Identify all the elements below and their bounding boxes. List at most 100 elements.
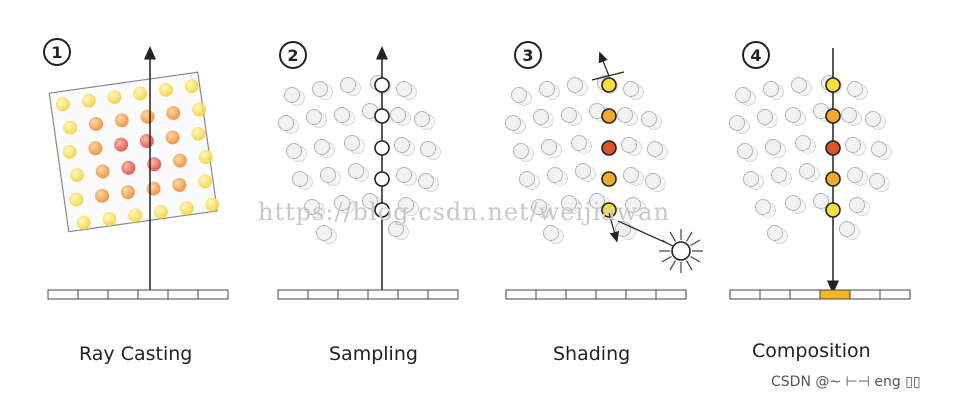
ghost-voxel (765, 139, 781, 155)
ghost-voxel (567, 77, 583, 93)
light-ray (690, 239, 701, 247)
ghost-voxel (396, 167, 412, 183)
pixel-cell (77, 289, 109, 300)
pixel-cell (167, 289, 199, 300)
ghost-voxel (396, 81, 412, 97)
pixel-cell (107, 289, 139, 300)
ghost-voxel (334, 195, 350, 211)
sample-point (601, 171, 617, 187)
caption-shading: Shading (553, 343, 631, 365)
ghost-voxel (398, 197, 414, 213)
ghost-voxel (571, 135, 587, 151)
ghost-voxel (414, 111, 430, 127)
voxel (165, 130, 180, 145)
ghost-voxel (344, 135, 360, 151)
ghost-voxel (845, 137, 861, 153)
sample-point (601, 140, 617, 156)
ghost-voxel (641, 111, 657, 127)
panel-number-badge: 3 (514, 41, 542, 69)
sample-point (825, 140, 841, 156)
ghost-voxel (519, 171, 535, 187)
voxel (172, 177, 187, 192)
ghost-voxel (645, 173, 661, 189)
pixel-cell (137, 289, 169, 300)
ghost-voxel (304, 199, 320, 215)
voxel (88, 141, 103, 156)
light-ray (669, 260, 677, 271)
voxel (95, 164, 110, 179)
sample-points (374, 77, 390, 218)
ghost-voxel (755, 199, 771, 215)
light-ray (685, 231, 693, 242)
ghost-voxel (320, 167, 336, 183)
panel-number-badge: 4 (742, 41, 770, 69)
pixel-cell (849, 289, 881, 300)
voxel (95, 188, 110, 203)
panel-shading: 3 (505, 41, 703, 300)
light-source-icon (659, 229, 703, 273)
ghost-voxel (799, 163, 815, 179)
caption-composition: Composition (752, 340, 871, 362)
voxel (69, 192, 84, 207)
ghost-voxel (286, 143, 302, 159)
voxel (172, 153, 187, 168)
ghost-voxel (847, 81, 863, 97)
voxel (133, 86, 148, 101)
highlighted-pixel (819, 289, 851, 300)
voxel (102, 211, 117, 226)
pixel-cell (789, 289, 821, 300)
sample-point (601, 202, 617, 218)
pixel-cell (277, 289, 309, 300)
sample-point (601, 77, 617, 93)
composited-sample-points (825, 77, 841, 218)
light-core (671, 241, 691, 261)
ghost-voxel (543, 225, 559, 241)
ghost-voxel (735, 87, 751, 103)
ghost-voxel (539, 81, 555, 97)
ghost-voxel (785, 107, 801, 123)
voxel (140, 109, 155, 124)
watermark-text: https://blog.csdn.net/weijiawan (258, 198, 670, 226)
pixel-cell (879, 289, 911, 300)
ghost-voxel (763, 81, 779, 97)
ghost-voxel (621, 137, 637, 153)
pixel-cell (565, 289, 597, 300)
sample-point (374, 202, 390, 218)
ghost-voxel (316, 225, 332, 241)
sample-point (374, 77, 390, 93)
voxel (205, 197, 220, 212)
voxel (153, 204, 168, 219)
ghost-voxel (340, 77, 356, 93)
ghost-voxel (791, 77, 807, 93)
ghost-voxel (625, 197, 641, 213)
ghost-voxel (737, 143, 753, 159)
panel-number: 3 (522, 46, 533, 65)
ghost-voxel (869, 173, 885, 189)
voxel (62, 144, 77, 159)
ghost-voxel (312, 81, 328, 97)
voxel (179, 201, 194, 216)
ghost-voxel (388, 221, 404, 237)
voxel (89, 116, 104, 131)
ghost-voxel (767, 225, 783, 241)
ghost-voxel (420, 141, 436, 157)
sample-point (825, 202, 841, 218)
panel-number: 1 (51, 43, 62, 62)
image-plane (729, 289, 911, 300)
ghost-voxel (533, 109, 549, 125)
ghost-voxel (617, 107, 633, 123)
ghost-voxel (394, 137, 410, 153)
voxel (120, 185, 135, 200)
pixel-cell (535, 289, 567, 300)
light-ray (690, 255, 701, 263)
voxel (166, 106, 181, 121)
pixel-cell (655, 289, 687, 300)
ghost-voxel (575, 163, 591, 179)
image-plane (47, 289, 229, 300)
panel-composition: 4 (729, 41, 911, 300)
ghost-voxel (314, 139, 330, 155)
volume-box (48, 71, 220, 233)
voxel (114, 137, 129, 152)
sample-point (825, 77, 841, 93)
